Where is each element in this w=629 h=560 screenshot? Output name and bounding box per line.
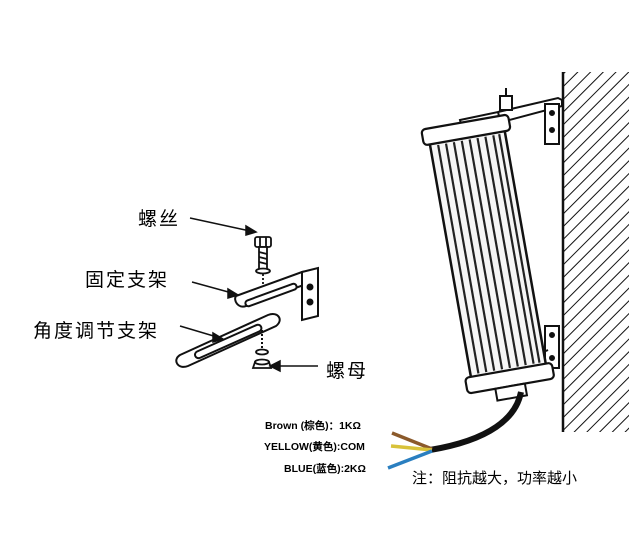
wire-yellow-label: YELLOW(黄色):COM	[264, 441, 365, 453]
wall	[561, 72, 629, 432]
screw-leader	[189, 217, 251, 232]
leader-lines	[179, 217, 318, 373]
impedance-note: 注：阻抗越大，功率越小	[412, 469, 578, 487]
angle-bracket-leader	[179, 325, 218, 338]
nut	[251, 348, 273, 369]
angle-bracket-label: 角度调节支架	[33, 320, 160, 342]
fixed-bracket-leader	[191, 281, 233, 294]
fixed-bracket-label: 固定支架	[85, 269, 170, 291]
cable	[387, 391, 524, 470]
fixed-bracket	[234, 266, 319, 322]
angle-bracket	[175, 313, 281, 368]
wire-brown-label: Brown (棕色)：1KΩ	[265, 420, 361, 432]
wire-yellow	[390, 444, 433, 452]
nut-label: 螺母	[326, 360, 369, 382]
wire-blue	[387, 449, 433, 470]
light-tube	[420, 113, 555, 402]
screw-label: 螺丝	[138, 208, 181, 230]
wire-brown	[391, 431, 433, 451]
wire-blue-label: BLUE(蓝色):2KΩ	[284, 463, 366, 475]
